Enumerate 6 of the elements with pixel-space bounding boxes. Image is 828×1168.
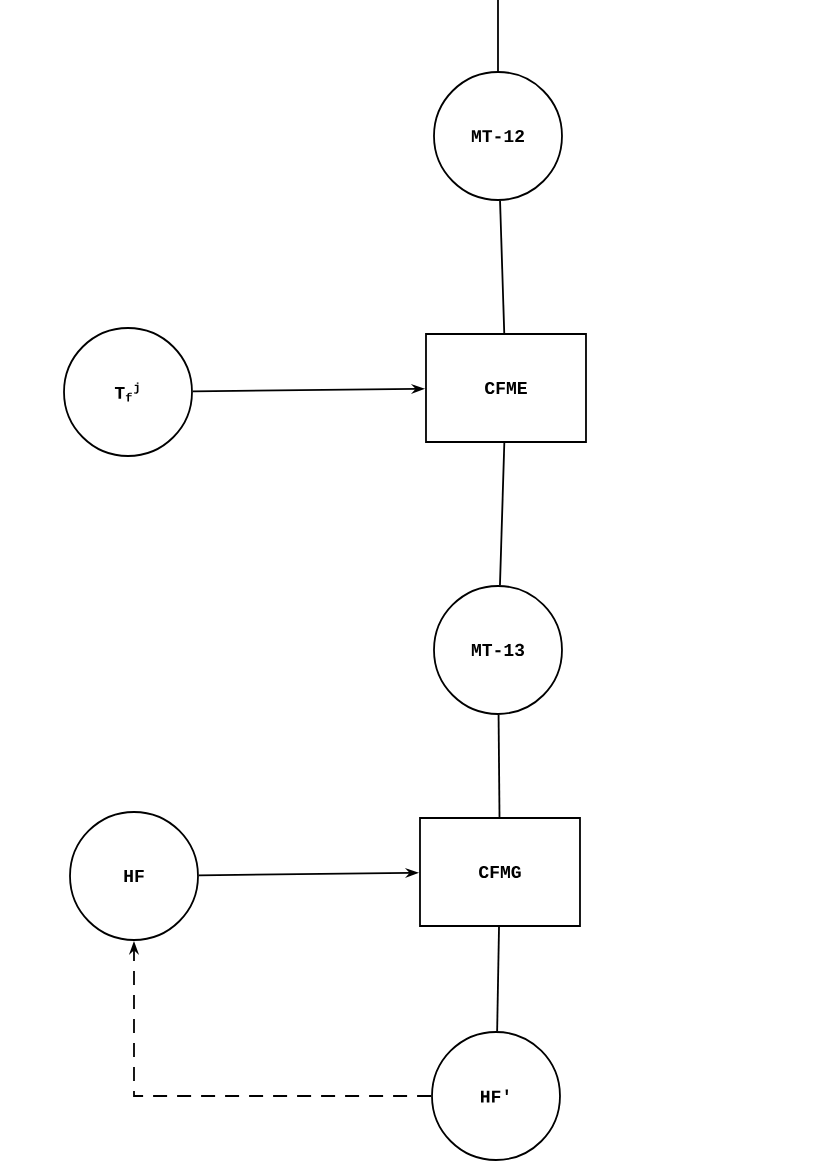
process-box: CFME xyxy=(425,333,587,443)
circle-node: HF xyxy=(69,811,199,941)
circle-node: MT-12 xyxy=(433,71,563,201)
circle-node: MT-13 xyxy=(433,585,563,715)
process-box: CFMG xyxy=(419,817,581,927)
circle-node: HF' xyxy=(431,1031,561,1161)
